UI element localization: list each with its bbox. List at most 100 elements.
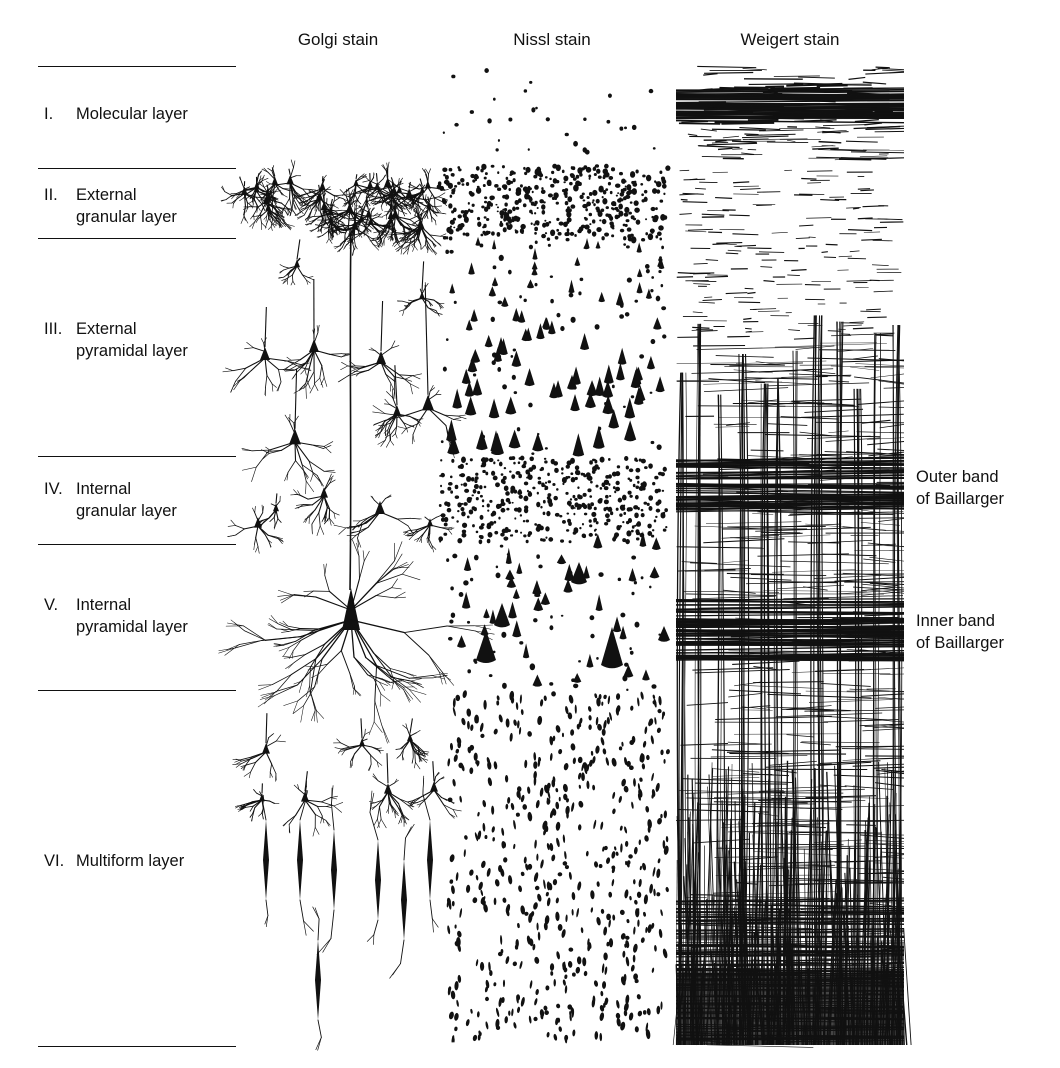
nissl-cell (660, 199, 664, 202)
golgi-dendrite (266, 637, 301, 641)
golgi-dendrite (412, 435, 413, 444)
nissl-cell (598, 499, 603, 504)
nissl-fusiform-cell (485, 1021, 489, 1029)
nissl-fusiform-cell (454, 1026, 458, 1031)
golgi-dendrite (426, 790, 434, 799)
nissl-pyramidal-cell (505, 569, 514, 580)
nissl-cell (590, 634, 594, 639)
nissl-cell (566, 221, 569, 224)
nissl-pyramidal-cell (557, 554, 566, 564)
nissl-cell (548, 480, 552, 483)
nissl-fusiform-cell (472, 1034, 478, 1041)
golgi-dendrite (254, 199, 258, 206)
nissl-cell (659, 171, 662, 175)
nissl-cell (661, 177, 665, 182)
nissl-fusiform-cell (607, 696, 610, 705)
golgi-dendrite (258, 546, 259, 553)
nissl-fusiform-cell (658, 696, 662, 706)
horizontal-fiber (862, 729, 904, 731)
fiber-dash (828, 331, 841, 332)
nissl-cell (589, 519, 592, 523)
golgi-dendrite (386, 374, 391, 383)
nissl-cell (448, 183, 453, 189)
nissl-cell (604, 486, 609, 490)
golgi-dendrite (334, 802, 343, 805)
fiber-dash (715, 198, 732, 199)
tangential-fiber (865, 72, 904, 74)
fiber-dash (839, 256, 852, 257)
nissl-cell (606, 120, 610, 124)
nissl-cell (532, 487, 535, 490)
golgi-dendrite (391, 676, 409, 689)
golgi-dendrite (226, 195, 232, 199)
golgi-dendrite (403, 408, 428, 416)
golgi-dendrite (315, 225, 321, 226)
nissl-cell (513, 462, 515, 465)
nissl-fusiform-cell (633, 955, 636, 963)
golgi-dendrite (429, 655, 443, 672)
nissl-cell (480, 495, 483, 498)
nissl-cell (474, 661, 477, 664)
nissl-fusiform-cell (527, 812, 533, 822)
nissl-cell (662, 490, 665, 492)
nissl-cell (641, 513, 645, 517)
nissl-fusiform-cell (590, 890, 595, 899)
nissl-fusiform-cell (507, 797, 511, 804)
nissl-fusiform-cell (628, 854, 633, 859)
nissl-cell (503, 476, 507, 480)
golgi-dendrite (258, 513, 263, 521)
nissl-cell (602, 196, 604, 198)
nissl-cell (457, 510, 459, 512)
golgi-dendrite (402, 429, 406, 434)
nissl-cell (652, 188, 657, 194)
nissl-cell (476, 531, 479, 534)
golgi-dendrite (377, 574, 403, 583)
horizontal-fiber (845, 786, 894, 790)
golgi-dendrite (329, 239, 332, 244)
nissl-cell (640, 183, 643, 186)
nissl-cell (535, 241, 538, 244)
golgi-dendrite (378, 781, 388, 787)
horizontal-fiber (728, 650, 792, 651)
nissl-fusiform-cell (570, 743, 576, 751)
nissl-cell (571, 317, 576, 323)
golgi-dendrite (436, 313, 442, 315)
nissl-cell (529, 81, 532, 84)
nissl-cell (565, 201, 569, 205)
nissl-fusiform-cell (602, 729, 606, 736)
nissl-cell (558, 232, 562, 236)
nissl-pyramidal-cell (584, 238, 589, 249)
nissl-pyramidal-cell (586, 654, 593, 668)
golgi-dendrite (376, 570, 393, 584)
nissl-cell (654, 519, 657, 522)
golgi-dendrite (272, 675, 291, 685)
nissl-cell (573, 141, 578, 147)
nissl-cell (662, 184, 667, 189)
golgi-dendrite (341, 743, 350, 747)
golgi-dendrite (355, 245, 357, 249)
nissl-cell (512, 216, 515, 219)
nissl-fusiform-cell (634, 847, 638, 855)
nissl-cell (549, 194, 551, 197)
nissl-cell (583, 147, 587, 152)
nissl-cell (514, 517, 516, 519)
golgi-dendrite (374, 920, 378, 935)
golgi-dendrite (436, 241, 441, 246)
horizontal-fiber (829, 381, 849, 382)
golgi-dendrite (270, 801, 275, 803)
nissl-cell (546, 511, 550, 516)
golgi-dendrite (318, 325, 319, 333)
nissl-cell (450, 220, 455, 225)
nissl-cell (661, 246, 664, 250)
nissl-cell (543, 201, 546, 203)
nissl-cell (589, 533, 593, 537)
nissl-fusiform-cell (543, 879, 547, 889)
nissl-fusiform-cell (508, 1011, 511, 1016)
nissl-cell (443, 236, 447, 240)
nissl-fusiform-cell (642, 763, 646, 769)
nissl-cell (476, 497, 479, 500)
fiber-dash (858, 218, 873, 219)
nissl-cell (462, 530, 466, 534)
golgi-dendrite (354, 238, 355, 245)
fiber-dash (756, 205, 772, 206)
